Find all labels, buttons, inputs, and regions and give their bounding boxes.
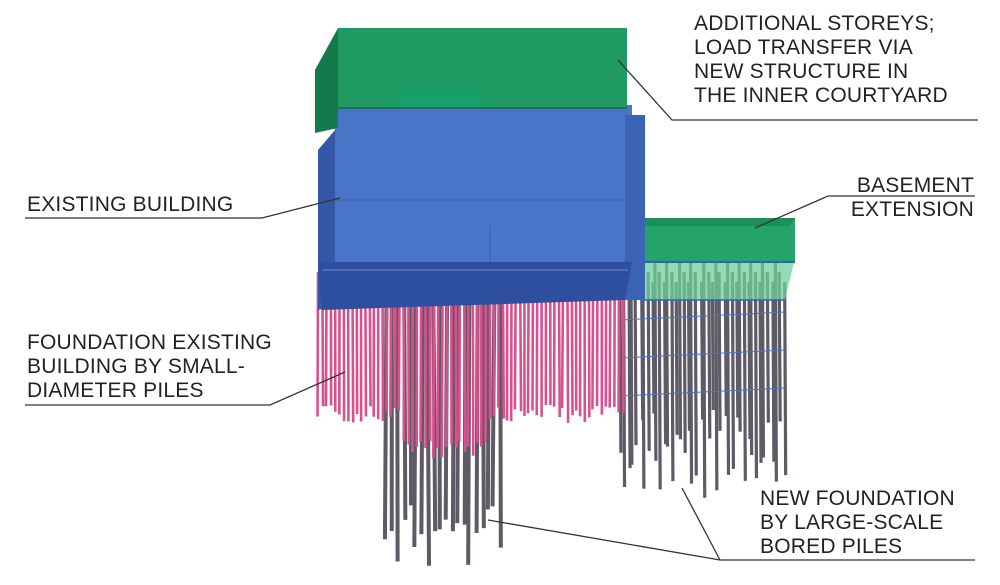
bored-pile [419,299,425,535]
bored-pile [783,281,788,476]
leader-foundation-existing [25,371,346,406]
label-line: FOUNDATION EXISTING [27,331,272,354]
bored-pile [657,271,662,490]
label-line: THE INNER COURTYARD [694,84,948,107]
existing-building [318,105,645,310]
bored-pile [646,271,651,451]
label-line: EXISTING BUILDING [27,193,234,216]
bored-pile [742,271,747,481]
bored-pile [662,281,668,445]
bored-pile [771,281,776,462]
bored-pile [640,281,645,421]
label-line: DIAMETER PILES [27,379,204,402]
bored-pile [699,281,705,420]
bored-pile [670,271,675,482]
label-line: EXTENSION [850,198,974,221]
bored-pile [758,281,763,463]
bored-pile [735,281,740,418]
bored-pile [674,281,679,435]
label-line: LOAD TRANSFER VIA [694,36,913,59]
bored-pile [651,281,656,414]
leader-basement-extension [754,195,975,229]
bored-pile [730,271,736,469]
label-additional-storeys: ADDITIONAL STOREYS; LOAD TRANSFER VIA NE… [694,12,948,108]
bored-pile [710,281,715,411]
label-foundation-existing: FOUNDATION EXISTING BUILDING BY SMALL- D… [27,331,272,403]
label-basement-extension: BASEMENT EXTENSION [828,174,974,222]
bored-pile [633,271,638,446]
basement-grid-line [619,349,786,359]
leader-lines [25,59,978,561]
basement-extension [630,218,795,301]
bored-pile [693,271,698,476]
label-line: NEW STRUCTURE IN [694,60,909,83]
label-line: BY LARGE-SCALE [760,511,944,534]
bored-pile [425,299,432,566]
bored-pile [723,281,728,417]
additional-storeys [315,28,627,133]
bored-pile [480,299,486,529]
label-line: NEW FOUNDATION [760,487,955,510]
bored-pile [682,271,687,453]
bored-pile [498,299,503,548]
leader-existing-building [25,197,341,219]
bored-pile [450,299,456,532]
bored-pile [686,281,692,431]
bored-pile [753,271,759,479]
bored-pile [412,299,418,548]
basement-grid-line [619,311,786,321]
basement-grid-line [619,387,786,397]
label-line: BASEMENT [856,174,974,197]
bored-pile [627,281,632,469]
leader-new-foundation-2 [681,487,721,561]
bored-pile [747,281,752,440]
label-line: BUILDING BY SMALL- [27,355,245,378]
leader-additional-storeys [617,59,978,121]
label-line: BORED PILES [760,535,903,558]
label-line: ADDITIONAL STOREYS; [694,12,935,35]
label-new-foundation: NEW FOUNDATION BY LARGE-SCALE BORED PILE… [760,487,955,559]
label-existing-building: EXISTING BUILDING [27,193,233,217]
bored-pile [702,261,707,498]
